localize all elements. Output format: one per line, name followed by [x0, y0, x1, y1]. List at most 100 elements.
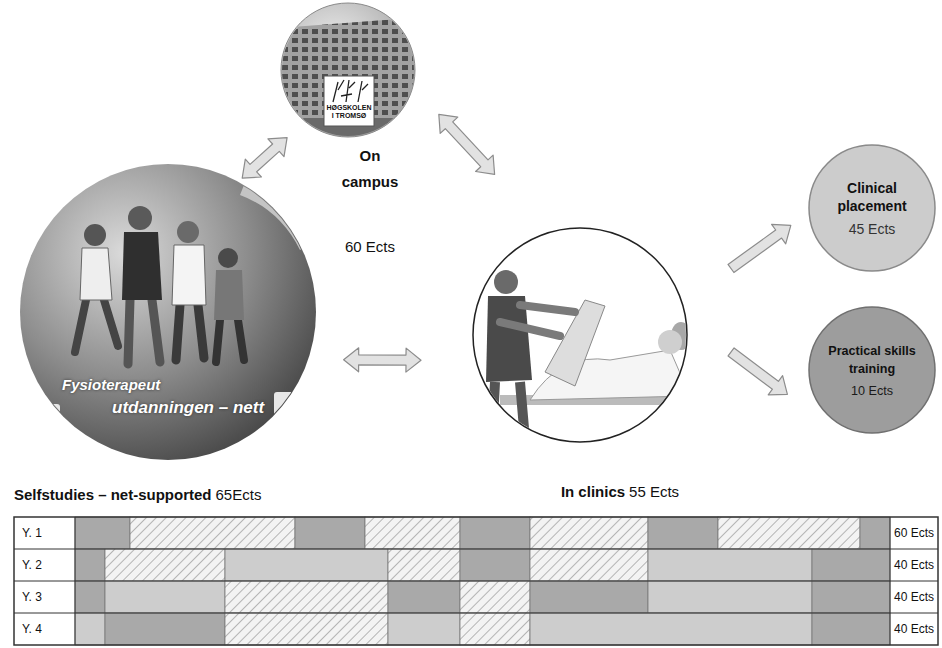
placement-cell	[648, 581, 812, 613]
course-node: Selfstudies – net-supported65Ects	[8, 160, 328, 510]
building	[280, 18, 418, 128]
campus-sphere-outline	[282, 4, 414, 136]
person	[172, 221, 206, 360]
block-arrow	[728, 348, 787, 395]
circle-ground	[472, 227, 688, 443]
campus-cell	[460, 549, 530, 581]
placement-cell	[530, 613, 812, 645]
block-arrow	[344, 348, 421, 372]
node-title: Selfstudies – net-supported	[14, 486, 212, 503]
head	[177, 221, 199, 243]
row-credits: 40 Ects	[894, 622, 934, 636]
campus-cell	[105, 613, 225, 645]
text-block: In clinics55 Ects	[530, 483, 710, 500]
legs	[492, 382, 525, 440]
campus-cell	[75, 517, 130, 549]
clinic-circle-outline	[473, 228, 687, 442]
badge	[38, 404, 60, 432]
head	[84, 224, 106, 246]
table-border	[14, 517, 938, 645]
torso	[80, 248, 112, 300]
campus-cell	[648, 517, 718, 549]
campus-cell	[460, 517, 530, 549]
head	[658, 330, 682, 354]
self-cell	[460, 613, 530, 645]
legs	[216, 320, 244, 362]
block-arrow	[242, 138, 287, 179]
text-block: On campus 60 Ects	[315, 143, 425, 255]
credit-value: 60 Ects	[315, 238, 425, 255]
campus-cell	[812, 549, 890, 581]
self-cell	[530, 549, 648, 581]
sphere-text: Fysioterapeut	[62, 376, 160, 393]
credit-value: 55 Ects	[629, 483, 679, 500]
course-node: Practical skills training 10 Ects	[808, 306, 936, 434]
badge	[274, 392, 294, 418]
placement-cell	[105, 581, 225, 613]
arms	[500, 305, 575, 336]
self-cell	[105, 549, 225, 581]
row-label: Y. 1	[22, 526, 42, 540]
logo	[324, 76, 374, 126]
campus-cell	[295, 517, 365, 549]
legs	[128, 300, 160, 364]
credit-value: 45 Ects	[849, 221, 896, 237]
logo-symbol	[333, 80, 368, 102]
head	[128, 206, 152, 230]
person	[214, 248, 244, 362]
self-cell	[225, 613, 388, 645]
sphere-outline	[281, 3, 415, 137]
campus-photo	[270, 3, 430, 148]
table-grid	[14, 517, 938, 645]
torso	[172, 245, 206, 305]
clinic-circle	[472, 227, 688, 443]
credit-value: 65Ects	[216, 486, 262, 503]
campus-cell	[812, 581, 890, 613]
placement-cell	[388, 613, 460, 645]
placement-cell	[75, 613, 105, 645]
credit-value: 10 Ects	[851, 384, 893, 398]
block-arrow	[728, 224, 791, 272]
clinic-photo	[472, 227, 691, 443]
head	[494, 270, 518, 294]
node-title: In clinics	[561, 483, 625, 500]
self-cell	[718, 517, 860, 549]
self-cell	[130, 517, 295, 549]
torso	[214, 270, 244, 320]
block-arrow	[439, 114, 495, 174]
row-label: Y. 3	[22, 590, 42, 604]
node-title: Clinical placement	[824, 179, 920, 215]
text-block: Clinical placement 45 Ects	[808, 144, 936, 272]
self-cell	[530, 517, 648, 549]
campus-cell	[530, 581, 648, 613]
person	[122, 206, 162, 364]
legs	[75, 300, 118, 352]
text-block: Practical skills training 10 Ects	[808, 306, 936, 434]
row-credits: 40 Ects	[894, 558, 934, 572]
outcome-circle-outline	[809, 145, 935, 271]
row-label: Y. 2	[22, 558, 42, 572]
schedule-table	[14, 517, 938, 645]
campus-cell	[860, 517, 890, 549]
sphere-text: utdanningen – nett	[112, 398, 264, 418]
self-cell	[460, 581, 530, 613]
campus-cell	[388, 581, 460, 613]
self-cell	[388, 549, 460, 581]
row-label: Y. 4	[22, 622, 42, 636]
torso	[122, 232, 162, 300]
legs	[176, 305, 204, 360]
hand	[240, 170, 320, 250]
campus-cell	[75, 549, 105, 581]
campus-cell	[812, 613, 890, 645]
self-cell	[225, 581, 388, 613]
outcome-circle-outline	[809, 307, 935, 433]
course-node: On campus 60 Ects	[275, 3, 465, 265]
person	[75, 224, 118, 352]
course-node: In clinics55 Ects	[470, 225, 690, 515]
node-title: Practical skills training	[814, 342, 930, 378]
node-title: On campus	[330, 143, 410, 195]
head	[218, 248, 238, 268]
windows	[280, 18, 418, 128]
